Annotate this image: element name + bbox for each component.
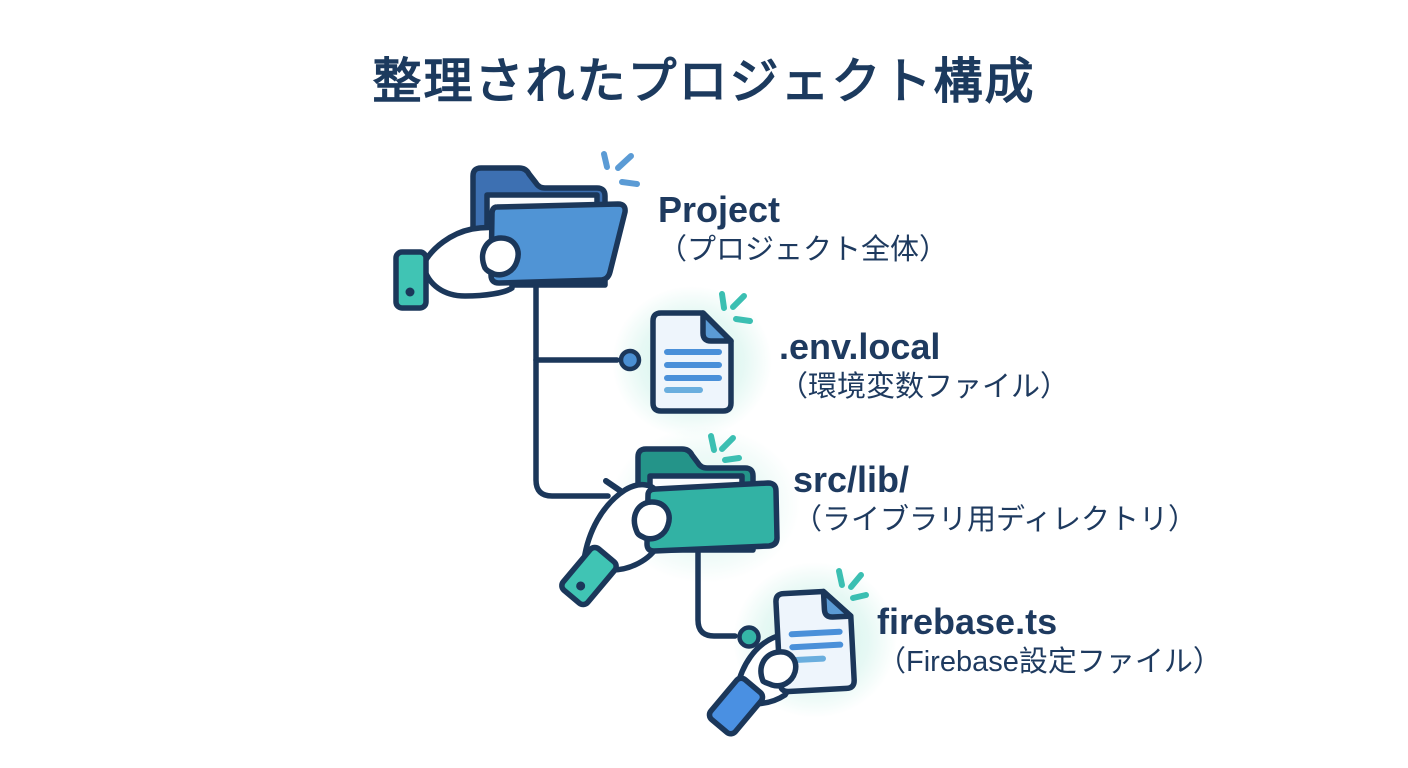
cuff	[559, 544, 619, 608]
thumb	[631, 499, 672, 542]
branch-dot-firebase-icon	[737, 625, 761, 649]
node-title: firebase.ts	[877, 601, 1058, 642]
branch-dot-env-icon	[618, 348, 642, 372]
node-subtitle: （Firebase設定ファイル）	[877, 646, 1222, 678]
firebase-hand-document-icon	[706, 588, 857, 737]
node-label-project: Project （プロジェクト全体）	[658, 190, 948, 268]
node-subtitle: （プロジェクト全体）	[658, 234, 949, 266]
connector-srclib-to-firebase	[695, 545, 738, 639]
folder-front	[488, 201, 628, 286]
node-subtitle: （環境変数ファイル）	[779, 371, 1070, 403]
sparkle-project-icon	[601, 151, 640, 187]
document-fold	[700, 310, 734, 344]
node-title: src/lib/	[793, 459, 910, 500]
cuff	[706, 675, 766, 737]
page-title: 整理されたプロジェクト構成	[372, 55, 1036, 109]
sparkle-env-icon	[719, 291, 753, 324]
text-line	[788, 628, 843, 638]
cuff	[393, 249, 429, 311]
project-hand-folder-icon	[393, 165, 628, 311]
sparkles	[601, 151, 869, 601]
thumb	[758, 649, 799, 689]
cuff-dot	[405, 287, 415, 297]
text-line	[789, 641, 844, 651]
sparkle-srclib-icon	[708, 433, 742, 463]
node-subtitle: （ライブラリ用ディレクトリ）	[793, 504, 1197, 536]
env-file-document-icon	[650, 310, 734, 414]
tree-connectors	[533, 275, 738, 639]
connector-project-to-srclib	[533, 275, 611, 499]
srclib-hand-folder-icon	[559, 446, 780, 608]
text-line	[790, 655, 826, 664]
cuff-dot	[576, 581, 586, 591]
node-title: Project	[658, 189, 781, 230]
node-label-env-local: .env.local （環境変数ファイル）	[779, 327, 1069, 405]
thumb	[479, 235, 521, 278]
node-label-src-lib: src/lib/ （ライブラリ用ディレクトリ）	[793, 460, 1197, 538]
node-title: .env.local	[779, 326, 941, 367]
sparkle-firebase-icon	[836, 568, 869, 601]
folder-front	[644, 480, 780, 554]
document-fold	[820, 588, 854, 620]
node-label-firebase-ts: firebase.ts （Firebase設定ファイル）	[877, 602, 1222, 680]
